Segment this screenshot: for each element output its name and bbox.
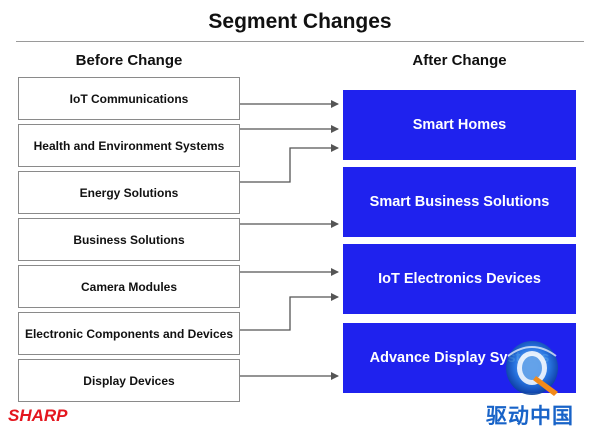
title-divider	[16, 41, 584, 42]
watermark-emblem-icon	[506, 341, 558, 396]
before-segment-box: IoT Communications	[18, 77, 240, 120]
page-title: Segment Changes	[208, 10, 392, 33]
after-segment-box: IoT Electronics Devices	[343, 244, 576, 314]
before-segment-box: Energy Solutions	[18, 171, 240, 214]
arrow-energy-solutions	[240, 144, 339, 183]
before-segment-box: Display Devices	[18, 359, 240, 402]
sharp-logo: SHARP	[8, 406, 68, 425]
before-segment-box: Electronic Components and Devices	[18, 312, 240, 355]
after-segment-box: Smart Business Solutions	[343, 167, 576, 237]
before-segment-box: Camera Modules	[18, 265, 240, 308]
arrow-electronic-components	[240, 293, 339, 331]
watermark-text: 驱动中国	[486, 405, 574, 428]
after-heading: After Change	[412, 52, 507, 69]
before-segment-box: Health and Environment Systems	[18, 124, 240, 167]
before-heading: Before Change	[75, 52, 183, 69]
after-segment-box: Smart Homes	[343, 90, 576, 160]
before-segment-box: Business Solutions	[18, 218, 240, 261]
